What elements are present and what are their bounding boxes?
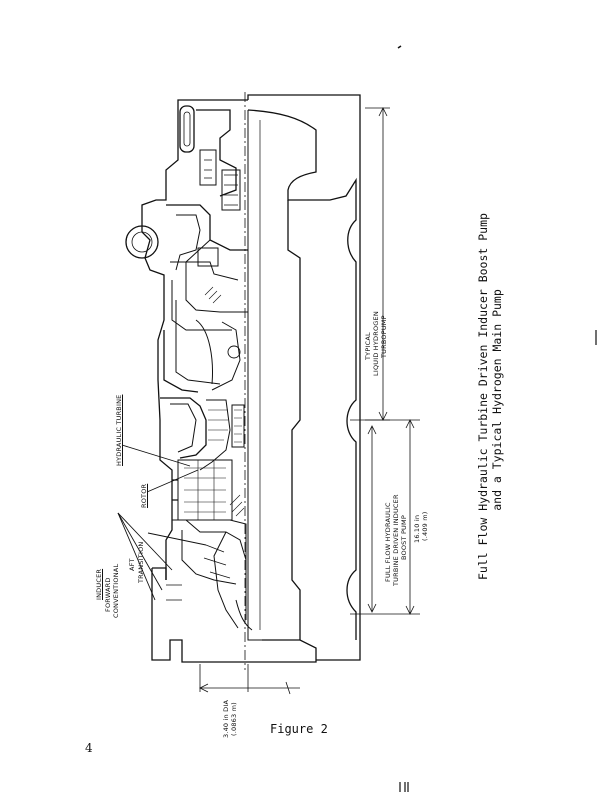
label-hydraulic-turbine: HYDRAULIC TURBINE xyxy=(115,394,123,466)
label-turbine-driven: TURBINE DRIVEN INDUCER xyxy=(392,494,400,586)
label-dia-in: 3.40 in DIA xyxy=(222,699,230,738)
label-dia-m: (.0863 m) xyxy=(230,702,238,736)
figure-title-line-2: and a Typical Hydrogen Main Pump xyxy=(490,289,504,511)
page-number: 4 xyxy=(85,741,93,755)
label-rotor: ROTOR xyxy=(140,483,148,508)
label-transition: TRANSITION xyxy=(137,541,145,583)
figure-label: Figure 2 xyxy=(270,722,328,736)
label-length-in: 16.10 in xyxy=(413,514,421,543)
label-full-flow: FULL FLOW HYDRAULIC xyxy=(384,502,392,582)
figure-title: Full Flow Hydraulic Turbine Driven Induc… xyxy=(476,213,504,580)
label-typical: TYPICAL xyxy=(364,332,372,360)
figure-title-line-1: Full Flow Hydraulic Turbine Driven Induc… xyxy=(476,213,490,580)
label-boost-pump: BOOST PUMP xyxy=(400,515,408,560)
label-turbopump: TURBOPUMP xyxy=(380,315,388,358)
label-length-m: (.409 m) xyxy=(421,511,429,541)
label-forward: FORWARD xyxy=(104,577,112,612)
label-inducer: INDUCER xyxy=(95,568,103,600)
label-aft: AFT xyxy=(128,558,136,571)
label-liquid-hydrogen: LIQUID HYDROGEN xyxy=(372,311,380,376)
label-conventional: CONVENTIONAL xyxy=(112,563,120,618)
